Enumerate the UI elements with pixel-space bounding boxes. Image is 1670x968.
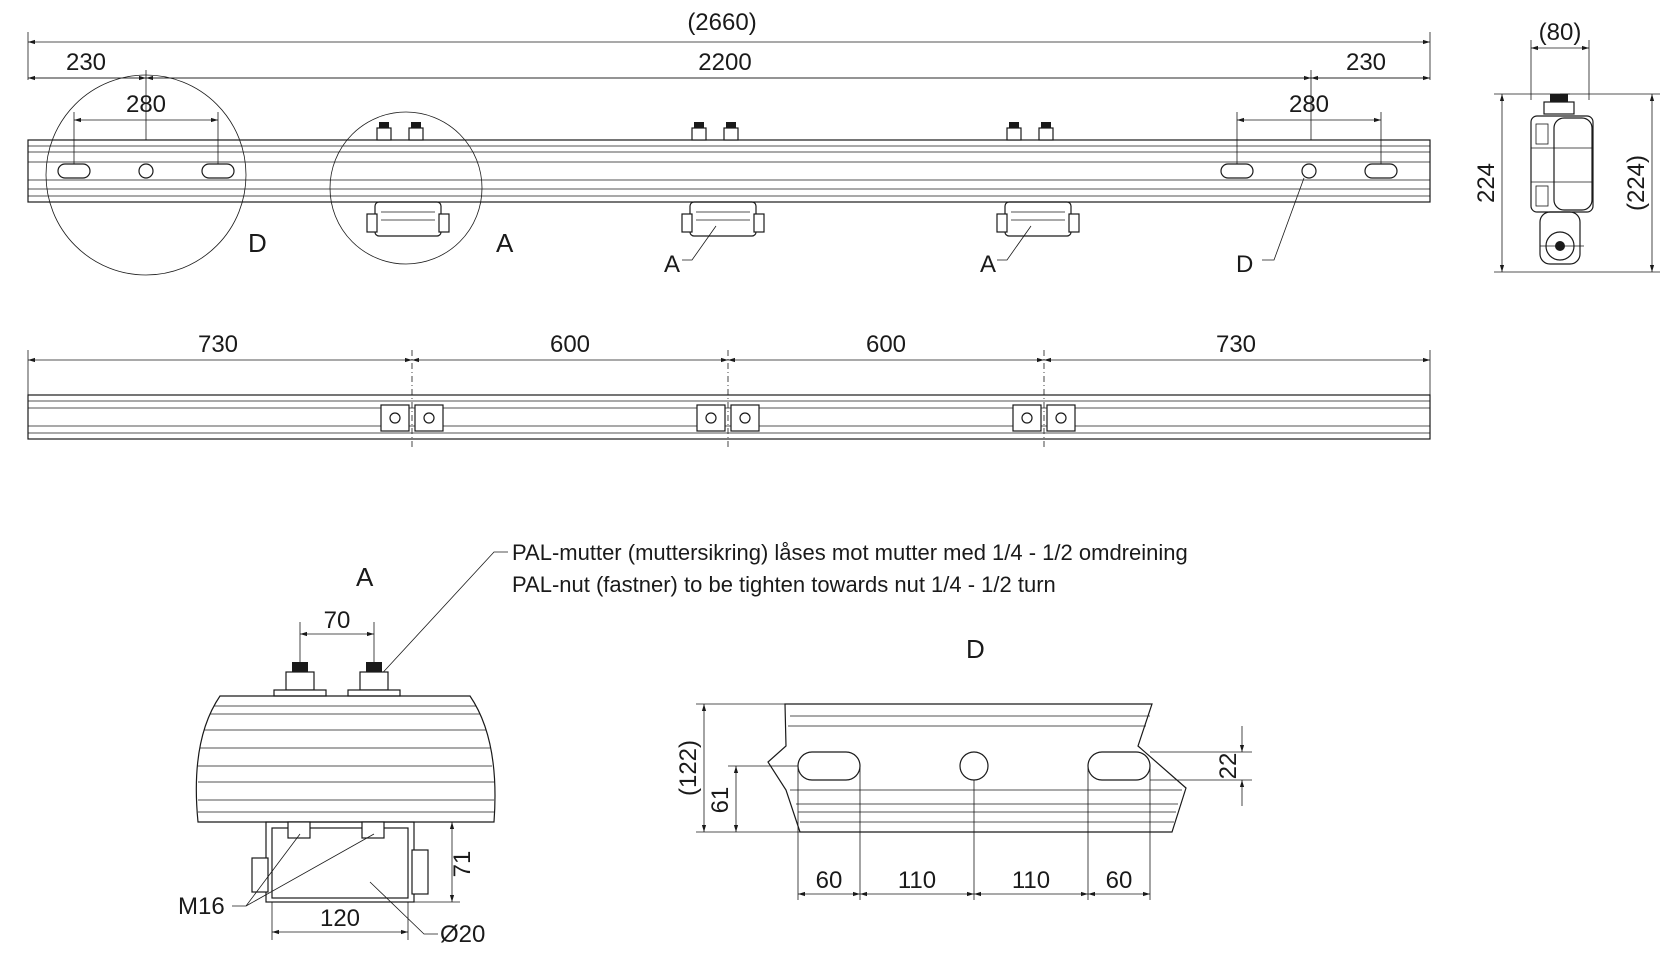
bracket-assembly (681, 122, 765, 237)
detail-d-dim-3: 110 (1012, 867, 1050, 894)
slot-hole (1364, 163, 1398, 179)
bottom-seg-1-dim: 730 (198, 331, 238, 358)
slot-hole (1087, 751, 1151, 781)
slot-hole (1220, 163, 1254, 179)
mounting-plate-pair (1012, 404, 1076, 432)
detail-d-dim-4: 60 (1106, 867, 1133, 894)
detail-a: A PAL-mutter (muttersikring) låses mot m… (178, 540, 1188, 948)
detail-a-label: A (496, 228, 514, 258)
bolt-size-label: M16 (178, 893, 225, 920)
slot-hole (57, 163, 91, 179)
left-end-dim: 230 (66, 49, 106, 76)
bottom-seg-4-dim: 730 (1216, 331, 1256, 358)
detail-d: D (122) 61 22 60 110 110 6 (675, 634, 1252, 900)
note-english: PAL-nut (fastner) to be tighten towards … (512, 572, 1056, 597)
end-width-dim: (80) (1539, 19, 1582, 46)
bolt-spacing-dim: 70 (324, 607, 351, 634)
detail-d-height-dim: (122) (675, 740, 702, 796)
pin-diameter-label: Ø20 (440, 921, 485, 948)
mounting-plate-pair (696, 404, 760, 432)
bracket-assembly (996, 122, 1080, 237)
detail-d-dim-1: 60 (816, 867, 843, 894)
round-hole (1301, 163, 1317, 179)
rail-section-d (767, 703, 1187, 833)
callout-a-2: A (980, 251, 996, 278)
bottom-seg-2-dim: 600 (550, 331, 590, 358)
end-height-ref-dim: (224) (1623, 155, 1650, 211)
center-span-dim: 2200 (698, 49, 751, 76)
slot-width-dim: 22 (1215, 753, 1242, 780)
mounting-plate-pair (380, 404, 444, 432)
bottom-view: 730 600 600 730 (27, 331, 1431, 448)
top-view: (2660) 230 2200 230 280 D 280 (27, 9, 1431, 278)
end-view: (80) 224 (224) (1473, 19, 1660, 273)
callout-a-1: A (664, 251, 680, 278)
detail-a-title: A (356, 562, 374, 592)
end-height-dim: 224 (1473, 163, 1500, 203)
detail-d-label: D (248, 228, 267, 258)
detail-d-half-height-dim: 61 (707, 787, 734, 814)
hole-spacing-right-dim: 280 (1289, 91, 1329, 118)
bottom-seg-3-dim: 600 (866, 331, 906, 358)
callout-d: D (1236, 251, 1253, 278)
bracket-width-dim: 120 (320, 905, 360, 932)
note-norwegian: PAL-mutter (muttersikring) låses mot mut… (512, 540, 1188, 565)
detail-d-title: D (966, 634, 985, 664)
slot-hole (201, 163, 235, 179)
hole-spacing-left-dim: 280 (126, 91, 166, 118)
slot-hole (797, 751, 861, 781)
overall-length-dim: (2660) (687, 9, 756, 36)
detail-d-circle (45, 74, 247, 276)
round-hole (138, 163, 154, 179)
bracket-height-dim: 71 (449, 851, 476, 878)
rail-section (195, 695, 496, 823)
right-end-dim: 230 (1346, 49, 1386, 76)
round-hole (959, 751, 989, 781)
detail-a-circle (329, 111, 483, 265)
bracket-assembly (366, 122, 450, 237)
detail-d-dim-2: 110 (898, 867, 936, 894)
